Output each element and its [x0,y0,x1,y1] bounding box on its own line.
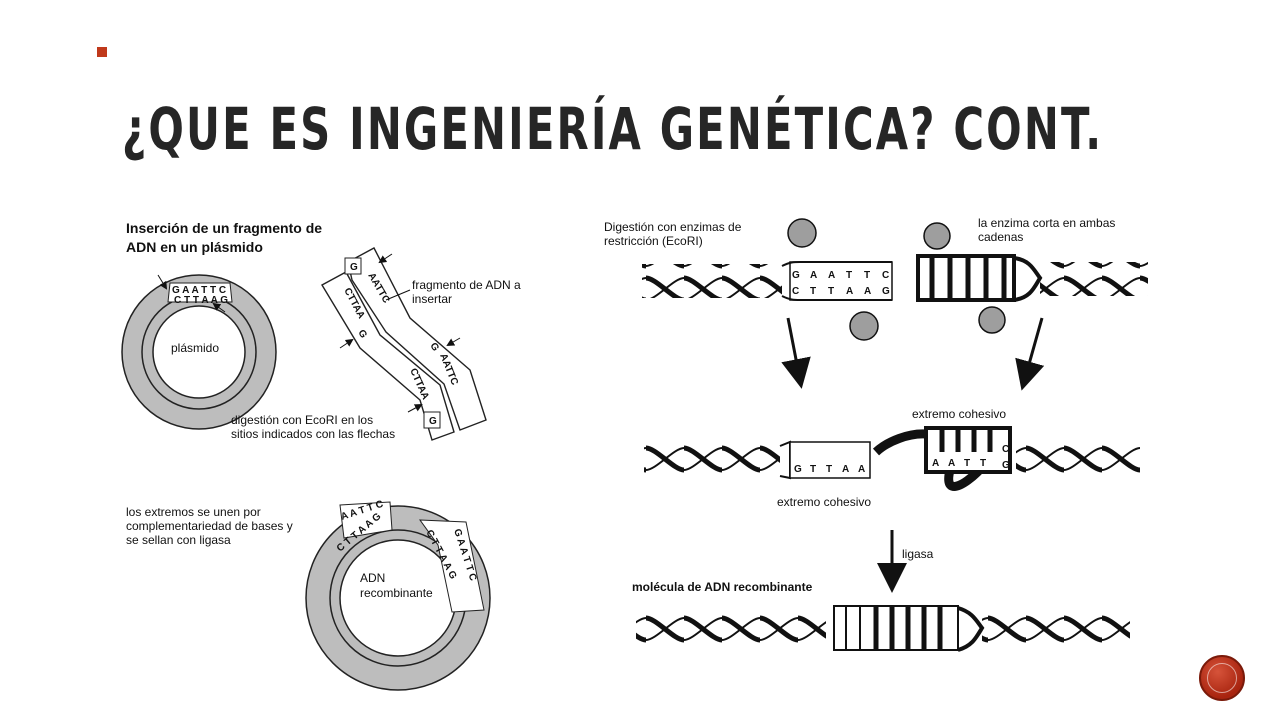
svg-text:A: A [932,458,939,469]
dna-fragment [321,247,487,441]
fragment-g-bottom: G [429,416,437,427]
svg-text:C: C [882,270,889,281]
slide-title: ¿QUE ES INGENIERÍA GENÉTICA? CONT. [122,95,1104,163]
plasmid-ring [121,274,277,430]
dna-with-restriction-site [642,261,893,301]
fragment-label-2: insertar [412,292,452,306]
ligase-label: ligasa [902,547,934,561]
cut-arrow-2 [212,302,226,313]
digestion-label-2: sitios indicados con las flechas [231,427,395,441]
svg-text:A: A [948,458,955,469]
recombinant-label-1: ADN [360,571,385,585]
left-heading-1: Inserción de un fragmento de [126,220,322,236]
fragment-g-top: G [350,262,358,273]
svg-text:A: A [828,270,835,281]
join-label-1: los extremos se unen por [126,505,261,519]
cut-arrow-5 [446,337,461,347]
plasmid-bottom-seq: C T T A A G [174,295,228,306]
cut-arrow-6 [407,404,423,413]
svg-text:T: T [828,286,834,297]
step1-label-1: Digestión con enzimas de [604,220,742,234]
plasmid-top-seq: G A A T T C [172,285,226,296]
ecori-enzyme-icon [787,218,879,341]
fragment-label-1: fragmento de ADN a [412,278,521,292]
svg-text:T: T [964,458,970,469]
svg-text:G: G [792,270,800,281]
svg-text:T: T [864,270,870,281]
svg-text:G: G [794,464,802,475]
digestion-label-1: digestión con EcoRI en los [231,413,373,427]
recombinant-molecule-label: molécula de ADN recombinante [632,580,813,594]
fragment-leader [385,289,411,301]
cut-arrow-3 [378,253,393,264]
svg-text:G: G [882,286,890,297]
svg-text:A: A [846,286,853,297]
recombinant-plasmid-ring [305,501,491,691]
svg-text:T: T [826,464,832,475]
svg-text:A: A [810,270,817,281]
svg-text:A: A [858,464,865,475]
enzyme-cut-label-1: la enzima corta en ambas [978,216,1115,230]
cut-arrow-1 [157,274,168,290]
svg-text:A: A [864,286,871,297]
plasmid-label: plásmido [171,341,219,355]
svg-text:T: T [980,458,986,469]
join-label-2: complementariedad de bases y [126,519,293,533]
svg-text:A: A [842,464,849,475]
cut-arrow-4 [339,338,354,349]
svg-text:T: T [810,286,816,297]
svg-text:C: C [1002,444,1009,455]
next-slide-button[interactable] [1199,655,1245,701]
svg-text:T: T [810,464,816,475]
recombinant-label-2: recombinante [360,586,433,600]
left-heading-2: ADN en un plásmido [126,239,263,255]
svg-text:T: T [846,270,852,281]
accent-marker [97,47,107,57]
down-arrow-right [1015,317,1045,391]
cut-dna-ladder [916,222,1148,334]
down-arrow-left [781,317,811,389]
sticky-end-top-label: extremo cohesivo [912,407,1006,421]
step1-label-2: restricción (EcoRI) [604,234,703,248]
recombinant-molecule [636,605,1130,652]
svg-text:G: G [1002,460,1010,471]
enzyme-cut-label-2: cadenas [978,230,1023,244]
sticky-end-bottom-label: extremo cohesivo [777,495,871,509]
svg-text:C: C [792,286,799,297]
join-label-3: se sellan con ligasa [126,533,231,547]
